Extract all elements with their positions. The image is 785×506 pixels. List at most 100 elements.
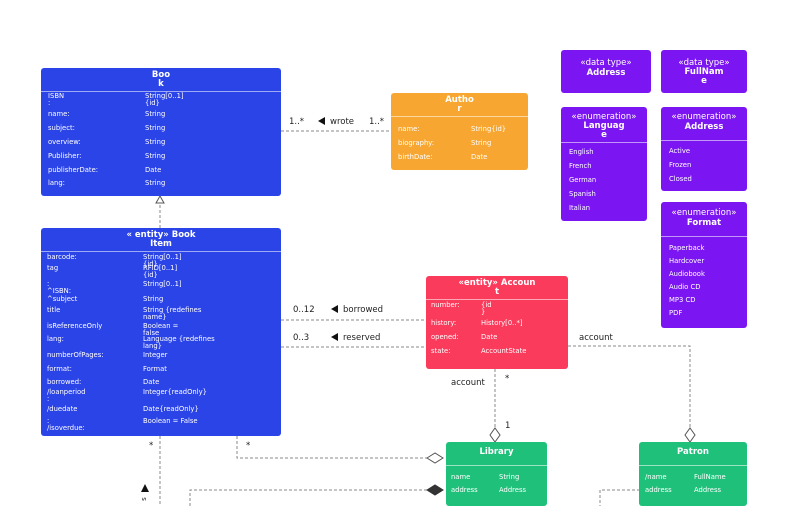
attribute-name: number: — [431, 301, 460, 309]
bookitem-library-diamond — [426, 452, 444, 464]
patron-class-title: Patron — [677, 447, 709, 457]
attribute-type: Integer{readOnly} — [143, 388, 207, 396]
enum-literal: Closed — [669, 175, 692, 183]
borrowed-multiplicity: 0..12 — [293, 305, 315, 315]
author-class-title: Autho r — [445, 95, 474, 114]
attribute-type: String — [145, 152, 166, 160]
enum-literal: Italian — [569, 204, 591, 212]
wrote-label: wrote — [318, 117, 354, 127]
attribute-name: isReferenceOnly — [47, 322, 103, 330]
enum-literal: MP3 CD — [669, 296, 696, 304]
attribute-name: : ^ISBN: — [47, 280, 72, 295]
attribute-name: borrowed: — [47, 378, 82, 386]
bookitem-star-multiplicity-a: * — [149, 441, 154, 451]
account-class[interactable]: «entity» Accoun t number:{id }history:Hi… — [426, 276, 568, 369]
attribute-type: String — [145, 110, 166, 118]
enum-literal: Hardcover — [669, 257, 705, 265]
book-class-title: Boo k — [151, 70, 171, 89]
attribute-type: RFID[0..1] {id} — [143, 264, 178, 279]
composition-diamond — [426, 484, 444, 496]
attribute-type: String — [143, 295, 164, 303]
attribute-name: birthDate: — [398, 153, 433, 161]
attribute-type: FullName — [694, 473, 726, 481]
attribute-name: ^subject — [47, 295, 78, 303]
attribute-name: tag — [47, 264, 59, 272]
cut-arrowhead — [141, 484, 149, 492]
attribute-type: Boolean = false — [143, 322, 179, 337]
enum-address-stereotype: «enumeration» — [671, 112, 737, 122]
datatype-address-stereotype: «data type» — [580, 58, 632, 68]
library-class-title: Library — [479, 447, 514, 457]
attribute-name: : /isoverdue: — [47, 417, 85, 432]
cut-off-label: s — [139, 497, 148, 501]
bookitem-library-line — [236, 436, 427, 459]
attribute-type: String — [145, 124, 166, 132]
attribute-name: ISBN : — [48, 92, 65, 107]
attribute-name: title — [47, 306, 61, 314]
bookitem-star-multiplicity-b: * — [246, 441, 251, 451]
wrote-left-multiplicity: 1..* — [289, 117, 305, 127]
attribute-name: address — [451, 486, 478, 494]
attribute-name: name: — [48, 110, 70, 118]
book-item-class[interactable]: « entity» Book Item barcode:String[0..1]… — [41, 228, 281, 436]
attribute-name: Publisher: — [48, 152, 82, 160]
direction-arrow-icon — [318, 117, 325, 125]
reserved-label: reserved — [331, 333, 380, 343]
enum-language-name: Languag e — [583, 121, 625, 140]
datatype-fullname[interactable]: «data type» FullNam e — [661, 50, 747, 93]
enum-format-stereotype: «enumeration» — [671, 208, 737, 218]
book-item-class-title: « entity» Book Item — [126, 230, 196, 249]
enum-address-name: Address — [684, 122, 724, 132]
attribute-name: format: — [47, 365, 72, 373]
enum-literal: English — [569, 148, 594, 156]
attribute-type: String — [145, 138, 166, 146]
attribute-name: lang: — [47, 335, 64, 343]
enum-literal: Audiobook — [669, 270, 705, 278]
patron-aggregation-diamond — [684, 427, 696, 443]
attribute-name: /duedate — [47, 405, 78, 413]
attribute-type: String[0..1] — [143, 280, 182, 288]
enum-literal: Frozen — [669, 161, 692, 169]
attribute-type: {id } — [481, 301, 492, 316]
attribute-type: Format — [143, 365, 167, 373]
attribute-type: Address — [694, 486, 722, 494]
datatype-address-name: Address — [586, 68, 626, 78]
attribute-type: Date{readOnly} — [143, 405, 199, 413]
enum-literal: Audio CD — [669, 283, 701, 291]
attribute-type: Date — [143, 378, 160, 386]
attribute-name: name — [451, 473, 471, 481]
enum-format-name: Format — [686, 218, 722, 228]
attribute-name: biography: — [398, 139, 435, 147]
attribute-name: /loanperiod : — [47, 388, 86, 403]
book-class[interactable]: Boo k ISBN :String[0..1] {id}name:String… — [41, 68, 281, 196]
attribute-type: String {redefines name} — [143, 306, 202, 321]
attribute-name: address — [645, 486, 672, 494]
enum-literal: Active — [669, 147, 691, 155]
enum-literal: German — [569, 176, 597, 184]
attribute-name: overview: — [48, 138, 81, 146]
attribute-type: Address — [499, 486, 527, 494]
datatype-fullname-name: FullNam e — [684, 67, 724, 86]
attribute-name: opened: — [431, 333, 459, 341]
attribute-name: subject: — [48, 124, 75, 132]
attribute-type: String[0..1] {id} — [143, 253, 182, 268]
library-one-multiplicity: 1 — [505, 421, 511, 431]
account-class-title: «entity» Accoun t — [458, 278, 536, 297]
borrowed-label: borrowed — [331, 305, 383, 315]
attribute-name: publisherDate: — [48, 166, 99, 174]
attribute-type: String — [471, 139, 492, 147]
attribute-name: lang: — [48, 179, 65, 187]
datatype-address[interactable]: «data type» Address — [561, 50, 651, 93]
attribute-type: String{id} — [471, 125, 507, 133]
direction-arrow-icon — [331, 305, 338, 313]
account-star-multiplicity: * — [505, 374, 510, 384]
attribute-type: Date — [471, 153, 488, 161]
datatype-fullname-stereotype: «data type» — [678, 58, 730, 68]
